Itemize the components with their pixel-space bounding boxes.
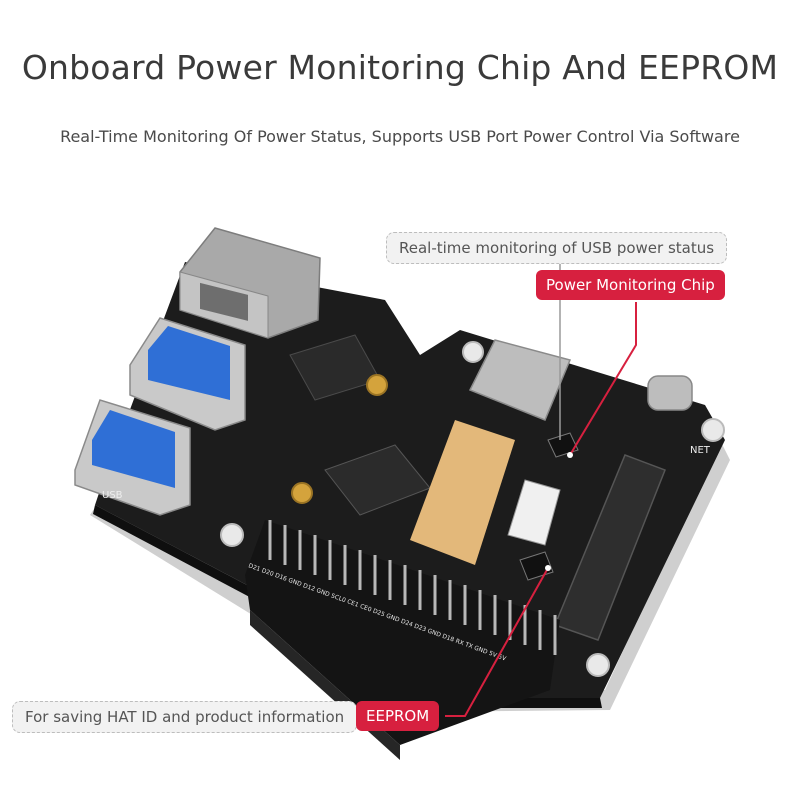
mount-hole (586, 653, 610, 677)
power-monitoring-chip (547, 432, 579, 458)
mount-hole (701, 418, 725, 442)
usb-port-bottom-insert (92, 410, 175, 488)
usb-status-callout: Real-time monitoring of USB power status (386, 232, 728, 264)
page-title: Onboard Power Monitoring Chip And EEPROM (21, 48, 779, 87)
mount-hole (462, 341, 484, 363)
fpc-connector (507, 479, 561, 546)
callout-leader-power-chip (569, 302, 637, 456)
mount-hole (220, 523, 244, 547)
sim-card-slot (468, 339, 572, 421)
usb-port-top-insert (148, 326, 230, 400)
page-subtitle: Real-Time Monitoring Of Power Status, Su… (60, 127, 740, 146)
ethernet-port-opening (200, 282, 248, 321)
callout-dot-power-chip (567, 452, 573, 458)
net-silk-label: NET (690, 445, 711, 456)
gpio-pins (268, 520, 557, 655)
eeprom-callout: EEPROM (356, 701, 440, 731)
usb-silk-label: USB (102, 490, 123, 501)
m2-slot (554, 454, 666, 641)
callout-dot-eeprom (545, 565, 551, 571)
usb-c-port (647, 375, 693, 411)
callout-leader-eeprom (445, 567, 549, 717)
gold-thermal-pad (410, 420, 515, 565)
brass-standoff (291, 482, 313, 504)
hat-info-callout: For saving HAT ID and product informatio… (12, 701, 358, 733)
power-chip-callout: Power Monitoring Chip (536, 270, 725, 300)
brass-standoff (366, 374, 388, 396)
